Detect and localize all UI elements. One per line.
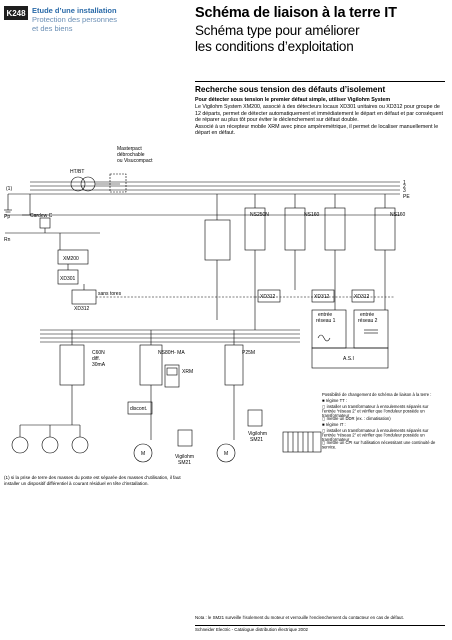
masterpact-label-3: ou Visucompact <box>117 158 153 164</box>
xd312-3-label: XD312 <box>354 294 370 300</box>
discont-label: discont. <box>130 406 147 412</box>
xm200-label: XM200 <box>63 256 79 262</box>
sm21-b-label-2: SM21 <box>250 437 263 443</box>
page-number-tag: K248 <box>4 6 28 20</box>
masterpact-label-2: débrochable <box>117 152 145 158</box>
entree-1-line-2: réseau 1 <box>316 318 336 324</box>
xd301-label: XD301 <box>60 276 76 282</box>
sm21-a-label-1: Vigilohm <box>175 454 194 460</box>
asi-label: A.S.I <box>343 356 354 362</box>
phase-1-label: 1 <box>403 180 406 186</box>
intro-paragraph-1: Le Vigilohm System XM200, associé à des … <box>195 104 443 123</box>
page-title: Schéma de liaison à la terre IT <box>195 5 397 21</box>
title-divider <box>195 81 445 82</box>
ns160-a-label: NS160 <box>304 212 320 218</box>
entree-2-line-1: entrée <box>360 312 374 318</box>
ns250n-label: NS250N <box>250 212 269 218</box>
phase-2-label: 2 <box>403 184 406 190</box>
possibility-item-6: ◻ mettre un CPI sur l’utilisation nécess… <box>322 440 436 450</box>
section-heading: Recherche sous tension des défauts d’iso… <box>195 85 386 94</box>
entree-2-line-2: réseau 2 <box>358 318 378 324</box>
possibility-title: Possibilité de changement de schéma de l… <box>322 392 431 397</box>
section-subtitle-line-1: Protection des personnes <box>32 15 118 24</box>
page-subtitle-line-2: les conditions d’exploitation <box>195 39 354 54</box>
pp-label: Pp <box>4 214 10 220</box>
possibility-item-5: ◻ installer un transformateur à enroulem… <box>322 428 429 442</box>
ns160-b-label: NS160 <box>390 212 406 218</box>
page-subtitle-line-1: Schéma type pour améliorer <box>195 23 360 38</box>
xd312-2-label: XD312 <box>314 294 330 300</box>
c60n-label-1: C60N <box>92 350 105 356</box>
intro-paragraph-2: Associé à un récepteur mobile XRM avec p… <box>195 123 439 137</box>
p25m-label: P25M <box>242 350 255 356</box>
section-subtitle-line-2: et des biens <box>32 24 73 33</box>
possibility-item-1: ■ régime TT : <box>322 398 347 403</box>
c60n-label-2: diff. <box>92 356 100 362</box>
cardew-label: Cardew C <box>30 213 53 219</box>
page-subtitle: Schéma type pour améliorer les condition… <box>195 23 445 55</box>
ht-bt-label: HT/BT <box>70 169 84 175</box>
ns80h-label: NS80H- MA <box>158 350 185 356</box>
footer: Schneider Electric - Catalogue distribut… <box>195 627 309 632</box>
ref-1-label: (1) <box>6 186 12 192</box>
sm21-b-label-1: Vigilohm <box>248 431 267 437</box>
section-title: Etude d’une installation <box>32 6 117 15</box>
xd312-left-label: XD312 <box>74 306 90 312</box>
entree-1-line-1: entrée <box>318 312 332 318</box>
xrm-label: XRM <box>182 369 193 375</box>
footnote: (1) si la prise de terre des masses du p… <box>4 475 181 486</box>
c60n-label-3: 30mA <box>92 362 106 368</box>
masterpact-label-1: Masterpact <box>117 146 142 152</box>
possibility-item-3: ◻ mettre un DDR (ex. : climatisation) <box>322 416 391 421</box>
intro-paragraph: Le Vigilohm System XM200, associé à des … <box>195 104 445 137</box>
sm21-a-label-2: SM21 <box>178 460 191 466</box>
section-header: Etude d’une installation Protection des … <box>32 6 142 33</box>
footer-divider <box>195 625 445 626</box>
phase-3-label: 3 <box>403 188 406 194</box>
possibility-item-4: ■ régime IT : <box>322 422 346 427</box>
it-earthing-diagram: Masterpact débrochable ou Visucompact HT… <box>4 146 436 466</box>
phase-pe-label: PE <box>403 194 410 200</box>
intro-bold-line: Pour détecter sous tension le premier dé… <box>195 97 391 103</box>
note: Nota : le SM21 surveille l’isolement du … <box>195 615 404 620</box>
motor-label-1: M <box>141 451 145 457</box>
xd312-1-label: XD312 <box>260 294 276 300</box>
possibility-block: Possibilité de changement de schéma de l… <box>322 392 436 450</box>
motor-label-2: M <box>224 451 228 457</box>
possibility-item-2: ◻ installer un transformateur à enroulem… <box>322 404 429 418</box>
sans-tores-label: sans tores <box>98 291 122 297</box>
rn-label: Rn <box>4 237 11 243</box>
